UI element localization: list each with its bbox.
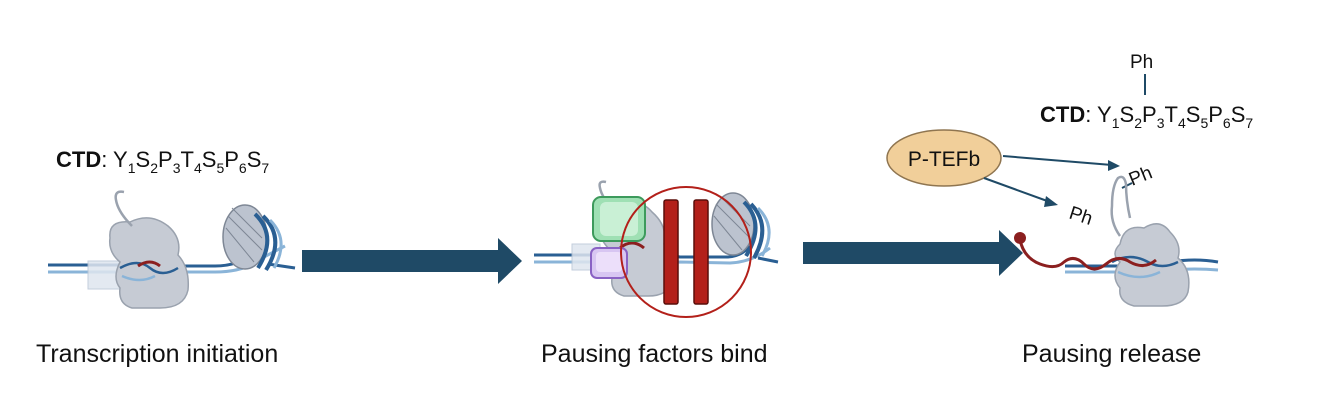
phospho-label-ctd: Ph [1130,52,1153,73]
stage-initiation: CTD: Y1S2P3T4S5P6S7 Transcription initia… [36,147,296,368]
stage-release: Ph CTD: Y1S2P3T4S5P6S7 P-TEFb Ph Ph [886,52,1253,368]
phospho-label-tail-1: Ph [1126,162,1155,190]
phosphorylation-arrowhead-2 [1044,196,1058,207]
nascent-rna [137,260,161,268]
ctd-tail [1110,175,1132,237]
phosphorylation-arrow-1 [1002,155,1113,166]
phosphorylation-arrowhead-1 [1108,160,1120,171]
nascent-rna-extended [1018,239,1157,271]
pausing-factor-green-highlight [600,202,638,236]
nucleosome [711,192,771,259]
phosphorylation-arrow-2 [983,177,1051,203]
rna-5prime-cap [1014,232,1026,244]
ctd-sequence-initiation: CTD: Y1S2P3T4S5P6S7 [56,147,269,176]
ctd-sequence-release: CTD: Y1S2P3T4S5P6S7 [1040,102,1253,131]
pause-barrier-circle [620,186,752,318]
stage-pausing: Pausing factors bind [534,180,779,368]
dna-strand-tail [267,262,296,270]
ctd-tail [114,190,133,227]
pause-bar-left [663,199,679,305]
process-arrow-1 [302,238,522,284]
ptefb-kinase: P-TEFb [886,129,1002,187]
phospho-label-tail-2: Ph [1066,203,1095,230]
dna-bubble-light [121,274,156,282]
nucleosome [222,204,283,272]
pausing-factor-purple-highlight [596,252,622,272]
pause-bar-right [693,199,709,305]
dna-bubble-light [1117,270,1161,279]
dna-strand-tail [757,256,779,264]
stage-label-initiation: Transcription initiation [36,340,278,368]
stage-label-release: Pausing release [1022,340,1201,368]
dna-bubble [119,261,179,275]
ptefb-label: P-TEFb [908,148,980,171]
process-arrow-2 [803,230,1023,276]
stage-label-pausing: Pausing factors bind [541,340,768,368]
